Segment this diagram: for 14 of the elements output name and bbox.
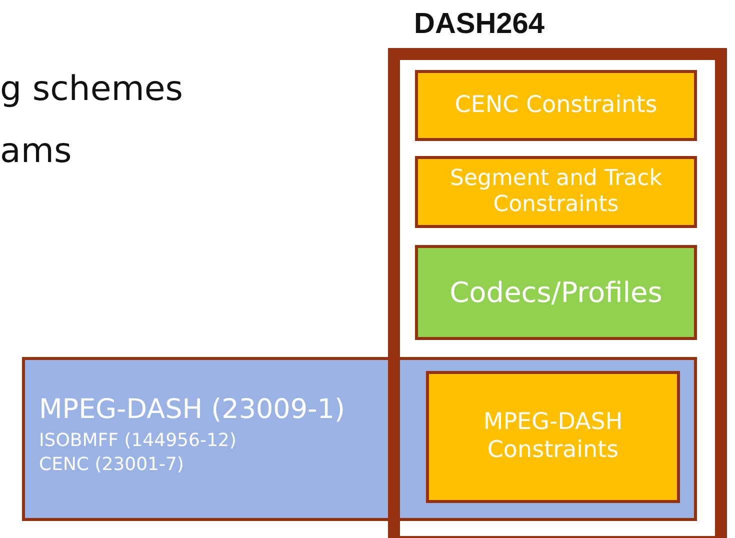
label-box	[415, 70, 697, 141]
spec-line: ISOBMFF (144956-12)	[39, 430, 236, 452]
spec-title: MPEG-DASH (23009-1)	[39, 394, 345, 426]
box-label: MPEG-DASH Constraints	[482, 409, 624, 465]
label-box	[426, 371, 680, 503]
slide-text: ams	[0, 134, 72, 168]
group-heading: DASH264	[414, 8, 545, 41]
spec-line: CENC (23001-7)	[39, 454, 184, 476]
label-box	[415, 245, 697, 340]
slide-text: g schemes	[0, 72, 184, 106]
box-label: CENC Constraints	[454, 92, 658, 120]
label-box	[415, 156, 697, 228]
box-label: Segment and Track Constraints	[449, 166, 663, 218]
box-label: Codecs/Profiles	[448, 276, 664, 310]
